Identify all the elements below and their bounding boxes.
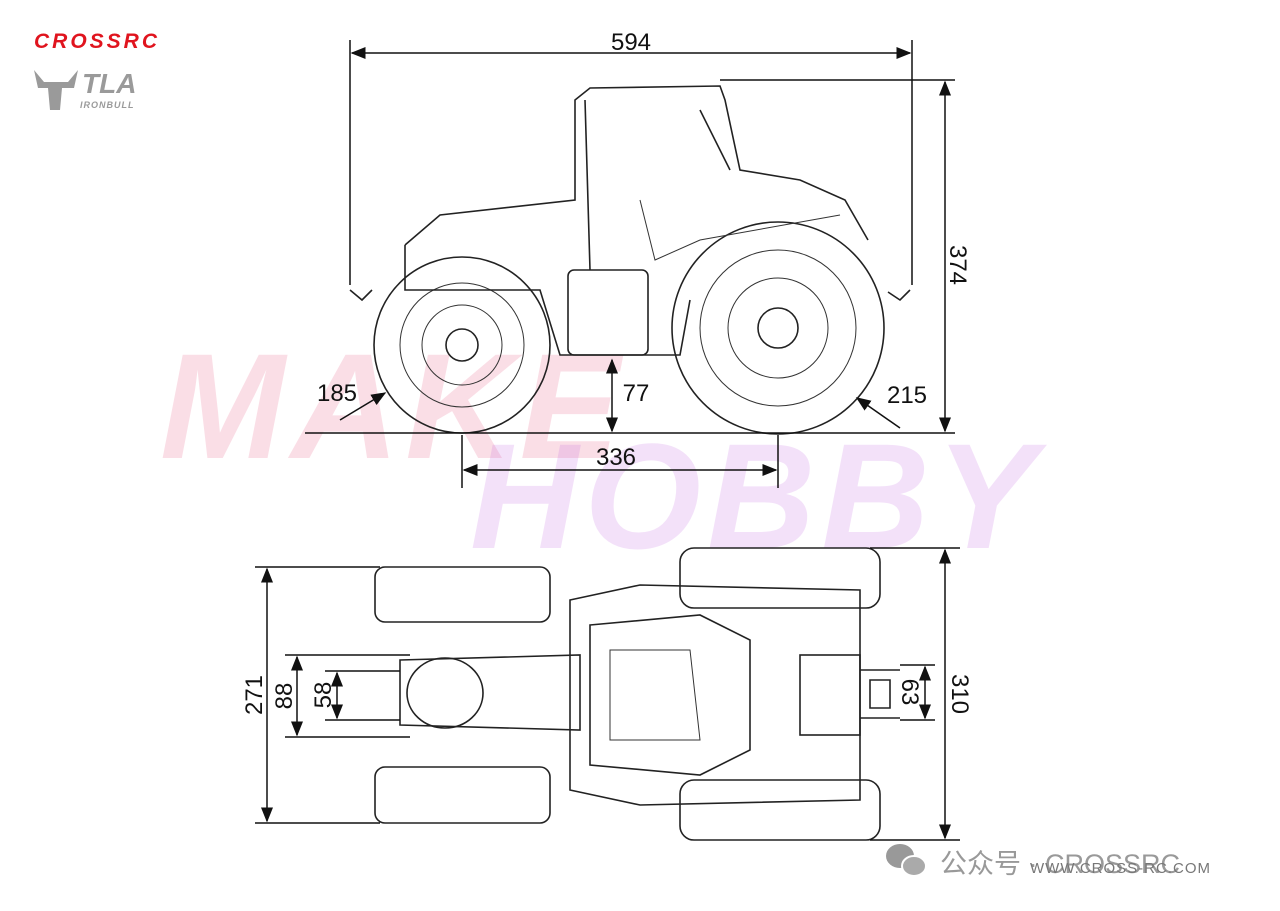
dim-front-tire: 185 <box>317 380 357 407</box>
ironbull-logo: IRONBULL <box>80 100 135 110</box>
dim-58: 58 <box>310 682 337 709</box>
footer-url: WWW.CROSS-RC.COM <box>1030 860 1211 877</box>
watermark-make: MAKE <box>160 322 626 490</box>
dim-height: 374 <box>944 245 971 285</box>
wechat-icon <box>886 844 927 877</box>
dim-88: 88 <box>271 683 298 710</box>
dim-rear-width: 310 <box>946 674 973 714</box>
crossrc-logo: CROSSRC <box>34 30 161 53</box>
dim-rear-tire: 215 <box>887 382 927 409</box>
dim-hitch: 63 <box>896 679 923 706</box>
dim-front-track: 271 <box>241 675 268 715</box>
bull-icon <box>34 70 78 110</box>
dim-length: 594 <box>611 29 651 56</box>
dim-ground-clearance: 77 <box>623 380 650 407</box>
tla-logo: TLA <box>82 68 137 99</box>
footer-account: 公众号 · CROSSRC <box>940 849 1181 879</box>
top-view-tractor <box>374 547 900 841</box>
dim-wheelbase: 336 <box>596 444 636 471</box>
dimension-lines <box>255 40 960 841</box>
